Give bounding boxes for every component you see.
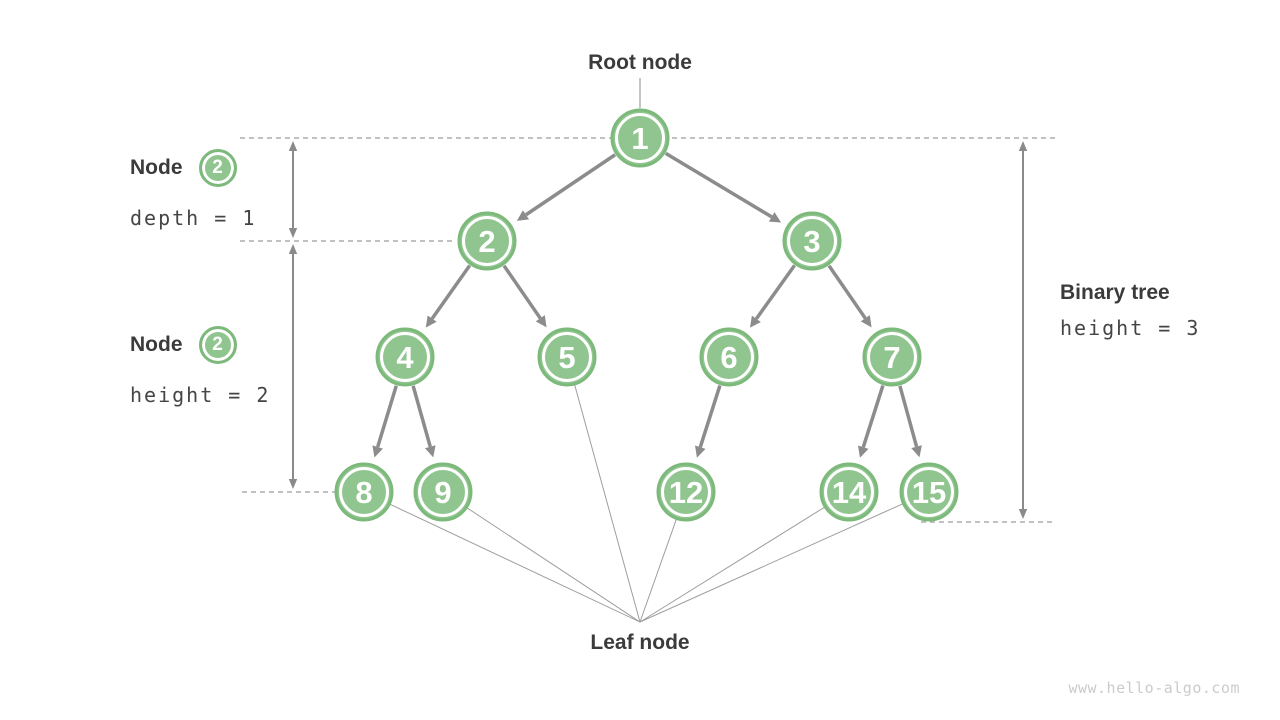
tree-node-9: 9 — [413, 462, 473, 522]
tree-node-value: 8 — [355, 475, 372, 510]
tree-node-value: 6 — [720, 340, 737, 375]
tree-node-inner-ring — [615, 113, 665, 163]
tree-edge-arrowhead — [535, 315, 547, 328]
tree-node-inner-ring — [462, 216, 512, 266]
tree-edge — [827, 264, 867, 320]
leaf-node-label: Leaf node — [590, 631, 690, 654]
tree-edge-arrowhead — [425, 315, 437, 328]
tree-height-title: Binary tree — [1060, 281, 1170, 304]
tree-edge — [898, 385, 919, 448]
tree-edge-arrowhead — [911, 445, 922, 458]
watermark: www.hello-algo.com — [1068, 679, 1240, 697]
tree-node-8: 8 — [334, 462, 394, 522]
node-height-title: Node — [130, 333, 183, 356]
tree-node-12: 12 — [656, 462, 716, 522]
tree-node-2: 2 — [457, 211, 517, 271]
measure-arrow-head — [1018, 509, 1028, 519]
tree-node-5: 5 — [537, 327, 597, 387]
tree-edge-arrowhead — [768, 212, 782, 223]
tree-edge-arrowhead — [860, 315, 872, 328]
measure-arrow-head — [288, 479, 298, 489]
tree-node-4: 4 — [375, 327, 435, 387]
measure-arrow-head — [1018, 141, 1028, 151]
tree-node-value: 4 — [396, 340, 414, 375]
tree-node-1: 1 — [610, 108, 670, 168]
tree-node-7: 7 — [862, 327, 922, 387]
tree-node-inner-ring — [704, 332, 754, 382]
tree-node-circle — [699, 327, 759, 387]
leaf-connector-line — [390, 503, 641, 623]
leaf-connector-line — [466, 507, 641, 623]
leaf-connector-line — [639, 519, 677, 623]
node-depth-badge-value: 2 — [212, 157, 223, 178]
measure-arrow-head — [288, 244, 298, 254]
tree-edge — [375, 385, 398, 448]
node-height-badge-value: 2 — [212, 334, 223, 355]
tree-node-value: 14 — [832, 475, 867, 510]
node-depth-badge-circle: 2 — [198, 149, 237, 187]
tree-node-14: 14 — [819, 462, 879, 522]
tree-edge — [664, 151, 773, 219]
tree-edge — [525, 153, 617, 217]
tree-node-circle — [537, 327, 597, 387]
tree-edge — [754, 264, 796, 320]
tree-node-circle — [782, 211, 842, 271]
tree-node-3: 3 — [782, 211, 842, 271]
tree-edge-arrowhead — [695, 445, 706, 458]
tree-edge — [430, 264, 472, 320]
node-depth-formula: depth = 1 — [130, 206, 257, 230]
tree-edge-arrowhead — [516, 210, 530, 221]
leaf-connector-line — [639, 506, 825, 623]
leaf-connector-line — [639, 503, 903, 623]
node-height-formula: height = 2 — [130, 383, 271, 407]
tree-node-inner-ring — [380, 332, 430, 382]
tree-node-inner-ring — [787, 216, 837, 266]
tree-edge — [861, 385, 885, 448]
tree-node-6: 6 — [699, 327, 759, 387]
tree-height-formula: height = 3 — [1060, 316, 1201, 340]
node-height-badge-circle: 2 — [198, 326, 237, 364]
leaf-connector-line — [574, 384, 641, 623]
node-depth-title: Node — [130, 156, 183, 179]
tree-node-inner-ring — [867, 332, 917, 382]
tree-edge — [502, 264, 542, 320]
annotation-node-height: Node 2 — [130, 325, 237, 365]
tree-node-inner-ring — [661, 467, 711, 517]
tree-node-inner-ring — [542, 332, 592, 382]
measure-arrow-head — [288, 141, 298, 151]
annotation-node-depth: Node 2 — [130, 148, 237, 188]
tree-edge-arrowhead — [372, 445, 383, 458]
tree-node-circle — [457, 211, 517, 271]
tree-node-circle — [862, 327, 922, 387]
tree-node-value: 1 — [631, 121, 648, 156]
tree-node-circle — [413, 462, 473, 522]
tree-node-circle — [899, 462, 959, 522]
tree-node-value: 2 — [478, 224, 495, 259]
tree-node-value: 15 — [912, 475, 946, 510]
tree-node-circle — [375, 327, 435, 387]
tree-node-15: 15 — [899, 462, 959, 522]
tree-node-inner-ring — [824, 467, 874, 517]
measure-arrow-head — [288, 228, 298, 238]
tree-node-inner-ring — [418, 467, 468, 517]
tree-edge — [698, 385, 722, 448]
tree-node-circle — [610, 108, 670, 168]
tree-node-value: 3 — [803, 224, 820, 259]
tree-edge-arrowhead — [858, 445, 869, 458]
tree-node-circle — [334, 462, 394, 522]
tree-node-value: 5 — [558, 340, 575, 375]
tree-edge — [411, 385, 432, 448]
tree-node-circle — [656, 462, 716, 522]
tree-node-value: 9 — [434, 475, 451, 510]
tree-node-inner-ring — [904, 467, 954, 517]
tree-node-value: 12 — [669, 475, 703, 510]
tree-edge-arrowhead — [749, 315, 761, 328]
tree-node-circle — [819, 462, 879, 522]
tree-edge-arrowhead — [424, 445, 436, 458]
tree-node-value: 7 — [883, 340, 900, 375]
tree-node-inner-ring — [339, 467, 389, 517]
root-node-label: Root node — [588, 51, 692, 74]
